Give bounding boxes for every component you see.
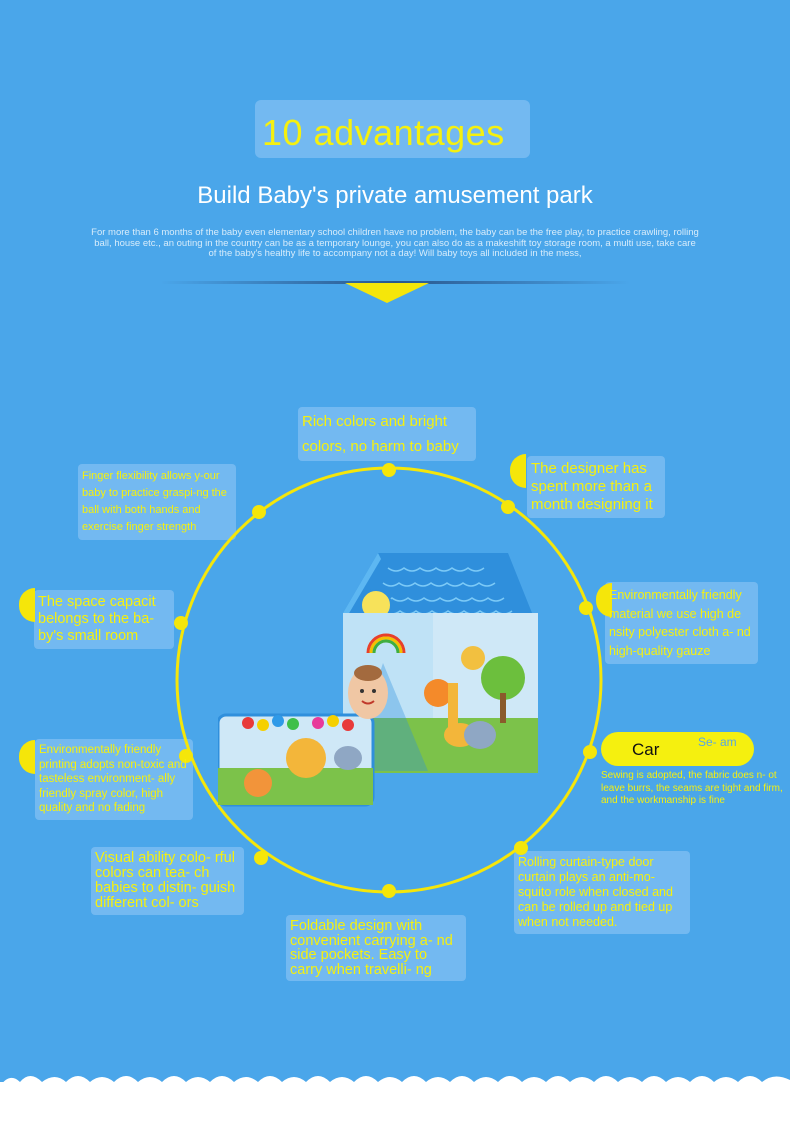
label-tab xyxy=(19,740,35,774)
advantage-material: Environmentally friendly material we use… xyxy=(605,582,758,664)
advantage-space-capacity: The space capacit belongs to the ba- by'… xyxy=(34,590,174,649)
ring-dot xyxy=(254,851,268,865)
label-tab xyxy=(19,588,35,622)
play-tent-illustration xyxy=(218,553,538,807)
ring-dot xyxy=(382,884,396,898)
header-divider xyxy=(160,281,630,284)
ring-dot xyxy=(179,749,193,763)
ring-dot xyxy=(174,616,188,630)
ring-dot xyxy=(501,500,515,514)
title-backdrop xyxy=(255,100,530,158)
advantage-rich-colors: Rich colors and bright colors, no harm t… xyxy=(298,407,476,461)
ring-dot xyxy=(583,745,597,759)
page-subtitle: Build Baby's private amusement park xyxy=(197,182,593,209)
advantage-finger-flexibility: Finger flexibility allows y-our baby to … xyxy=(78,464,236,540)
seam-pill xyxy=(601,732,754,766)
intro-description: For more than 6 months of the baby even … xyxy=(91,227,699,259)
ring-dot xyxy=(382,463,396,477)
label-tab xyxy=(596,583,612,617)
advantage-designer: The designer has spent more than a month… xyxy=(527,456,665,518)
seam-label: Se- am xyxy=(698,735,737,749)
advantage-foldable-design: Foldable design with convenient carrying… xyxy=(286,915,466,981)
advantage-printing: Environmentally friendly printing adopts… xyxy=(35,739,193,820)
page-title: 10 advantages xyxy=(262,112,505,153)
advantage-visual-ability: Visual ability colo- rful colors can tea… xyxy=(91,847,244,915)
advantage-rolling-curtain: Rolling curtain-type door curtain plays … xyxy=(514,851,690,934)
label-tab xyxy=(510,454,526,488)
down-arrow-icon xyxy=(345,283,429,303)
ring-dot xyxy=(579,601,593,615)
bottom-white-band xyxy=(0,1082,790,1129)
car-label: Car xyxy=(632,740,660,759)
ring-dot xyxy=(514,841,528,855)
ring-dot xyxy=(252,505,266,519)
advantage-sewing: Sewing is adopted, the fabric does n- ot… xyxy=(601,770,783,806)
